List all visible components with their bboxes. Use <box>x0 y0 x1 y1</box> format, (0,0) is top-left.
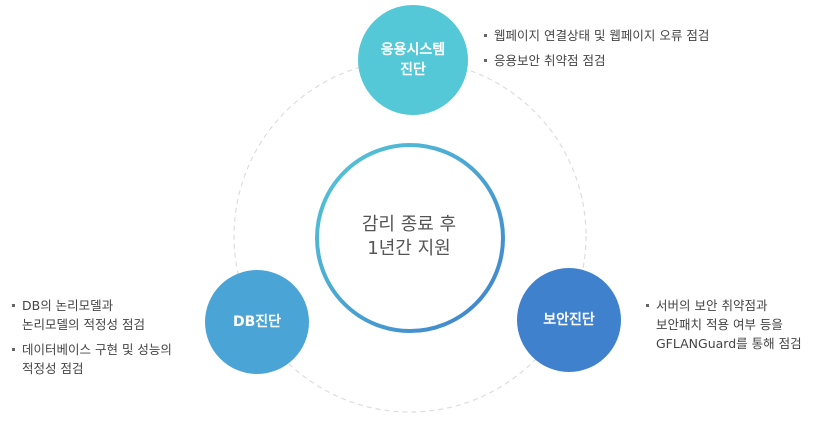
center-label: 감리 종료 후 1년간 지원 <box>318 213 500 261</box>
list-item-text: 보안패치 적용 여부 등을 <box>656 317 783 332</box>
bullet-icon <box>12 348 15 351</box>
node-db-diagnosis: DB진단 <box>205 270 309 374</box>
node-security-diagnosis: 보안진단 <box>517 268 621 372</box>
node-app-diagnosis: 응용시스템 진단 <box>358 5 468 115</box>
list-item: 서버의 보안 취약점과 보안패치 적용 여부 등을 GFLANGuard를 통해… <box>646 296 802 353</box>
list-item-text: 서버의 보안 취약점과 <box>656 298 768 313</box>
node-security-label: 보안진단 <box>543 312 595 328</box>
bullet-icon <box>646 304 649 307</box>
bullet-icon <box>12 304 15 307</box>
bullet-icon <box>484 34 487 37</box>
list-item: 응용보안 취약점 점검 <box>484 51 709 70</box>
list-item-text: 데이터베이스 구현 및 성능의 <box>22 342 172 357</box>
list-item: 웹페이지 연결상태 및 웹페이지 오류 점검 <box>484 26 709 45</box>
list-item-text: 적정성 점검 <box>22 361 84 376</box>
security-description-list: 서버의 보안 취약점과 보안패치 적용 여부 등을 GFLANGuard를 통해… <box>646 296 802 353</box>
center-label-line1: 감리 종료 후 <box>361 214 457 235</box>
bullet-icon <box>484 59 487 62</box>
list-item-text: 응용보안 취약점 점검 <box>494 53 606 68</box>
center-ring <box>315 143 505 333</box>
list-item-text: 논리모델의 적정성 점검 <box>22 317 145 332</box>
list-item-text: GFLANGuard를 통해 점검 <box>656 336 802 351</box>
center-label-line2: 1년간 지원 <box>367 238 451 259</box>
app-description-list: 웹페이지 연결상태 및 웹페이지 오류 점검 응용보안 취약점 점검 <box>484 26 709 70</box>
node-app-label-line2: 진단 <box>400 62 426 78</box>
list-item: DB의 논리모델과 논리모델의 적정성 점검 <box>12 296 172 334</box>
list-item: 데이터베이스 구현 및 성능의 적정성 점검 <box>12 340 172 378</box>
list-item-text: 웹페이지 연결상태 및 웹페이지 오류 점검 <box>494 28 710 43</box>
node-db-label: DB진단 <box>232 314 282 330</box>
db-description-list: DB의 논리모델과 논리모델의 적정성 점검 데이터베이스 구현 및 성능의 적… <box>12 296 172 378</box>
node-app-label-line1: 응용시스템 <box>380 42 446 58</box>
list-item-text: DB의 논리모델과 <box>22 298 114 313</box>
